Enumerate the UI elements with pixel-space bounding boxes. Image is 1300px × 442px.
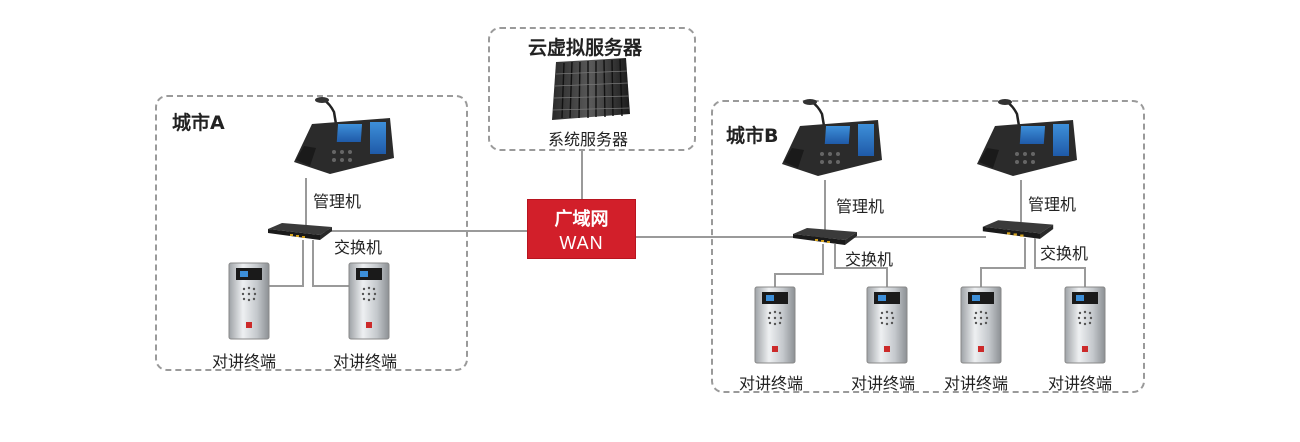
city-b-g2-manager-label: 管理机	[1028, 195, 1077, 214]
city-b-g2-term-h1	[980, 267, 1026, 269]
network-switch-icon	[268, 223, 332, 240]
intercom-terminal-icon	[228, 262, 270, 340]
city-b-zone	[711, 100, 1145, 393]
city-a-phone-link	[305, 178, 307, 226]
intercom-terminal-icon	[348, 262, 390, 340]
ip-phone-icon	[782, 99, 882, 176]
city-b-g2-term-v3	[1084, 267, 1086, 287]
city-b-g2-term-v0	[980, 267, 982, 287]
city-a-terminal-label-2: 对讲终端	[333, 352, 398, 371]
city-a-term2-v	[312, 240, 314, 286]
city-b-g1-term-v2	[834, 244, 836, 268]
city-b-g1-term-v1	[822, 244, 824, 274]
cloud-title: 云虚拟服务器	[528, 37, 643, 59]
wan-title-en: WAN	[559, 233, 604, 253]
city-b-g2-terminal-label-2: 对讲终端	[1048, 374, 1113, 393]
wan-link-right	[636, 236, 816, 238]
wan-link-server	[581, 150, 583, 200]
city-a-title: 城市A	[172, 112, 225, 134]
city-b-g1-terminal-label-1: 对讲终端	[739, 374, 804, 393]
city-b-g2-term-v1	[1024, 238, 1026, 268]
intercom-terminal-icon	[754, 286, 796, 364]
city-a-zone	[155, 95, 468, 371]
wan-box: 广域网 WAN	[527, 199, 636, 259]
city-a-switch-label: 交换机	[334, 238, 383, 257]
city-b-g1-term-h2	[834, 267, 888, 269]
city-b-g1-phone-link	[824, 180, 826, 230]
wan-link-left	[310, 230, 528, 232]
city-b-g2-terminal-label-1: 对讲终端	[944, 374, 1009, 393]
network-switch-icon	[793, 228, 857, 245]
intercom-terminal-icon	[960, 286, 1002, 364]
city-b-g1-term-v0	[774, 273, 776, 287]
server-label: 系统服务器	[548, 130, 629, 149]
city-b-title: 城市B	[726, 125, 779, 147]
city-a-term1-v	[302, 240, 304, 286]
ip-phone-icon	[977, 99, 1077, 176]
city-b-g2-term-v2	[1034, 238, 1036, 268]
city-a-term1-h	[268, 285, 304, 287]
ip-phone-icon	[294, 97, 394, 174]
intercom-terminal-icon	[1064, 286, 1106, 364]
city-a-term2-h	[312, 285, 350, 287]
wan-title-cn: 广域网	[554, 209, 609, 230]
city-a-manager-label: 管理机	[313, 192, 362, 211]
city-b-g1-terminal-label-2: 对讲终端	[851, 374, 916, 393]
city-b-g2-phone-link	[1020, 180, 1022, 222]
city-b-g2-term-h2	[1034, 267, 1086, 269]
network-switch-icon	[982, 220, 1054, 239]
server-rack-icon	[552, 58, 631, 120]
city-b-g1-term-h1	[774, 273, 824, 275]
city-b-g1-switch-label: 交换机	[845, 250, 894, 269]
city-b-g1-manager-label: 管理机	[836, 197, 885, 216]
city-b-g1-term-v3	[886, 267, 888, 287]
intercom-terminal-icon	[866, 286, 908, 364]
city-a-terminal-label-1: 对讲终端	[212, 352, 277, 371]
cloud-zone	[488, 27, 696, 151]
city-b-backbone	[816, 236, 986, 238]
city-b-g2-switch-label: 交换机	[1040, 244, 1089, 263]
